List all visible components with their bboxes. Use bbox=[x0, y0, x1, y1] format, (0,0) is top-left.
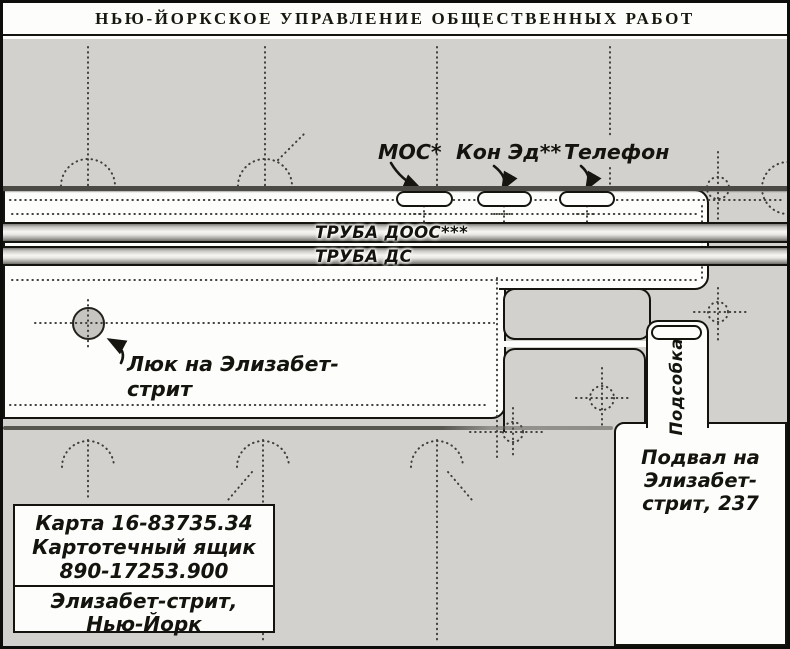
manhole-label-line2: стрит bbox=[127, 377, 192, 401]
unexcavated-block-upper bbox=[503, 288, 651, 340]
utility-room-label-wrap: Подсобка bbox=[648, 338, 707, 435]
utility-room-label: Подсобка bbox=[667, 338, 687, 436]
mos-duct bbox=[396, 191, 453, 207]
telephone-duct bbox=[559, 191, 615, 207]
info-city: Нью-Йорк bbox=[86, 612, 202, 636]
page-title: НЬЮ-ЙОРКСКОЕ УПРАВЛЕНИЕ ОБЩЕСТВЕННЫХ РАБ… bbox=[95, 8, 695, 28]
manhole-label-line1: Люк на Элизабет- bbox=[127, 352, 339, 376]
info-street: Элизабет-стрит, bbox=[50, 589, 238, 613]
map-info-bottom-cell: Элизабет-стрит, Нью-Йорк bbox=[15, 587, 273, 636]
telephone-label: Телефон bbox=[564, 140, 670, 164]
curb-line bbox=[3, 186, 787, 191]
map-info-top-cell: Карта 16-83735.34 Картотечный ящик 890-1… bbox=[15, 506, 273, 587]
basement-room bbox=[614, 422, 787, 646]
map-number: Карта 16-83735.34 bbox=[35, 511, 253, 535]
manhole-label: Люк на Элизабет- стрит bbox=[127, 352, 339, 402]
utility-room-corridor: Подсобка bbox=[646, 320, 709, 436]
con-ed-duct bbox=[477, 191, 532, 207]
con-ed-label: Кон Эд** bbox=[456, 140, 562, 164]
corridor-merge-patch bbox=[5, 266, 499, 306]
title-bar: НЬЮ-ЙОРКСКОЕ УПРАВЛЕНИЕ ОБЩЕСТВЕННЫХ РАБ… bbox=[3, 3, 787, 36]
pipe-ds-label: ТРУБА ДС bbox=[315, 247, 413, 266]
pipe-doos: ТРУБА ДООС*** bbox=[3, 222, 787, 243]
manhole-circle bbox=[72, 307, 105, 340]
passage-between-blocks bbox=[500, 341, 647, 347]
pipe-ds: ТРУБА ДС bbox=[3, 246, 787, 266]
map-info-box: Карта 16-83735.34 Картотечный ящик 890-1… bbox=[13, 504, 275, 636]
basement-label-line1: Подвал на bbox=[641, 446, 760, 469]
lower-curb-line bbox=[3, 426, 613, 430]
mos-label: МОС* bbox=[378, 140, 442, 164]
basement-label-line3: стрит, 237 bbox=[642, 492, 759, 515]
unexcavated-block-lower bbox=[503, 348, 646, 432]
basement-label-line2: Элизабет- bbox=[644, 469, 757, 492]
file-box-label: Картотечный ящик bbox=[32, 535, 256, 559]
pipe-doos-label: ТРУБА ДООС*** bbox=[315, 223, 469, 242]
file-box-number: 890-17253.900 bbox=[59, 559, 229, 583]
basement-label: Подвал на Элизабет- стрит, 237 bbox=[614, 446, 787, 515]
